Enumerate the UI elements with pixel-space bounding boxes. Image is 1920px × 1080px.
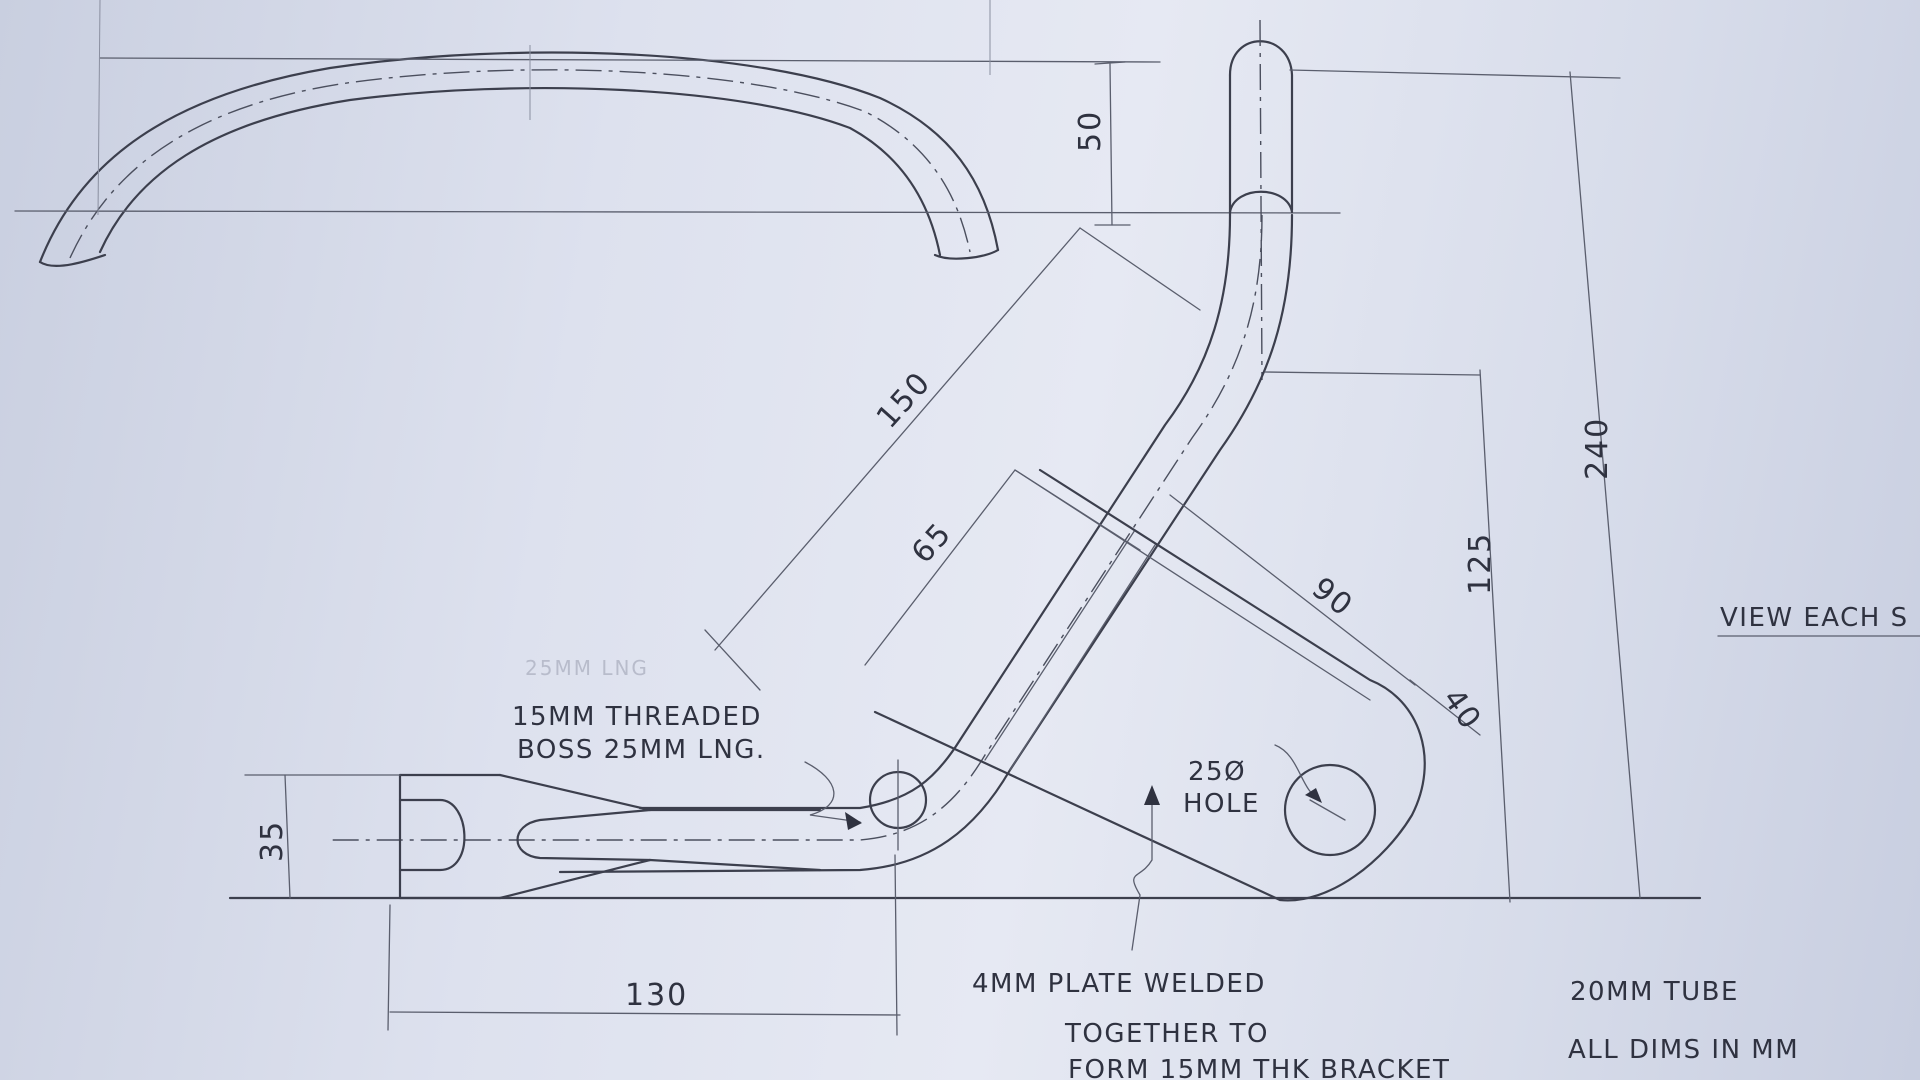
dim-40-label: 40 (1435, 683, 1488, 738)
hole-note-line1: 25Ø (1188, 757, 1246, 787)
dim-90-label: 90 (1305, 571, 1360, 625)
arch-left-edge-line (97, 0, 101, 216)
general-notes: 20MM TUBE ALL DIMS IN MM VIEW EACH S (1568, 603, 1920, 1065)
dim-35-label: 35 (255, 820, 290, 862)
dim-130-label: 130 (625, 978, 688, 1013)
dim-50-label: 50 (1073, 110, 1108, 152)
dimension-35: 35 (244, 774, 401, 899)
top-view-arch (14, 0, 1341, 267)
dimension-40: 40 (1409, 679, 1488, 738)
plate-note: 4MM PLATE WELDED TOGETHER TO FORM 15MM T… (972, 785, 1450, 1080)
arch-left-end (38, 253, 107, 267)
arch-base-line (14, 210, 1341, 214)
view-note: VIEW EACH S (1720, 603, 1909, 633)
dimension-125: 125 (1264, 369, 1511, 903)
arch-right-end (933, 248, 1000, 260)
dim-240-label: 240 (1580, 417, 1615, 480)
arch-top-ref-line (99, 57, 1161, 63)
plate-note-line1: 4MM PLATE WELDED (972, 969, 1266, 999)
plate-note-line2: TOGETHER TO (1064, 1019, 1269, 1049)
dimension-130: 130 (387, 854, 901, 1036)
dim-65-label: 65 (905, 516, 959, 571)
units-note: ALL DIMS IN MM (1568, 1035, 1799, 1065)
tube-outer-edge (558, 213, 1294, 874)
dimension-90: 90 (1169, 494, 1416, 686)
bracket-plate (873, 468, 1426, 902)
arch-centreline (69, 69, 971, 259)
side-view-tube (330, 19, 1294, 874)
arch-outer-edge (38, 51, 1000, 264)
dim-150-label: 150 (870, 365, 938, 435)
boss-note-line2: BOSS 25MM LNG. (517, 735, 766, 765)
plate-outline (998, 468, 1426, 902)
tube-note: 20MM TUBE (1570, 977, 1739, 1007)
plate-note-line3: FORM 15MM THK BRACKET (1068, 1055, 1450, 1080)
boss-note: 25MM LNG 15MM THREADED BOSS 25MM LNG. (512, 656, 862, 830)
hole-note-line2: HOLE (1183, 789, 1260, 819)
dimension-150: 150 (704, 227, 1201, 691)
dimension-50: 50 (1073, 61, 1131, 226)
fork-end (398, 773, 822, 900)
hole-circle (1283, 763, 1377, 857)
arch-inner-edge (98, 87, 942, 257)
dim-125-label: 125 (1463, 532, 1498, 595)
boss-note-line1: 15MM THREADED (512, 702, 762, 732)
dimension-240: 240 (1289, 69, 1641, 899)
tube-centreline (330, 214, 1263, 841)
tube-top-cap (1228, 40, 1294, 212)
hole-note: 25Ø HOLE (1183, 744, 1322, 819)
tube-joint (1228, 190, 1294, 214)
ghost-note: 25MM LNG (525, 656, 649, 680)
tube-inner-edge (638, 213, 1232, 810)
